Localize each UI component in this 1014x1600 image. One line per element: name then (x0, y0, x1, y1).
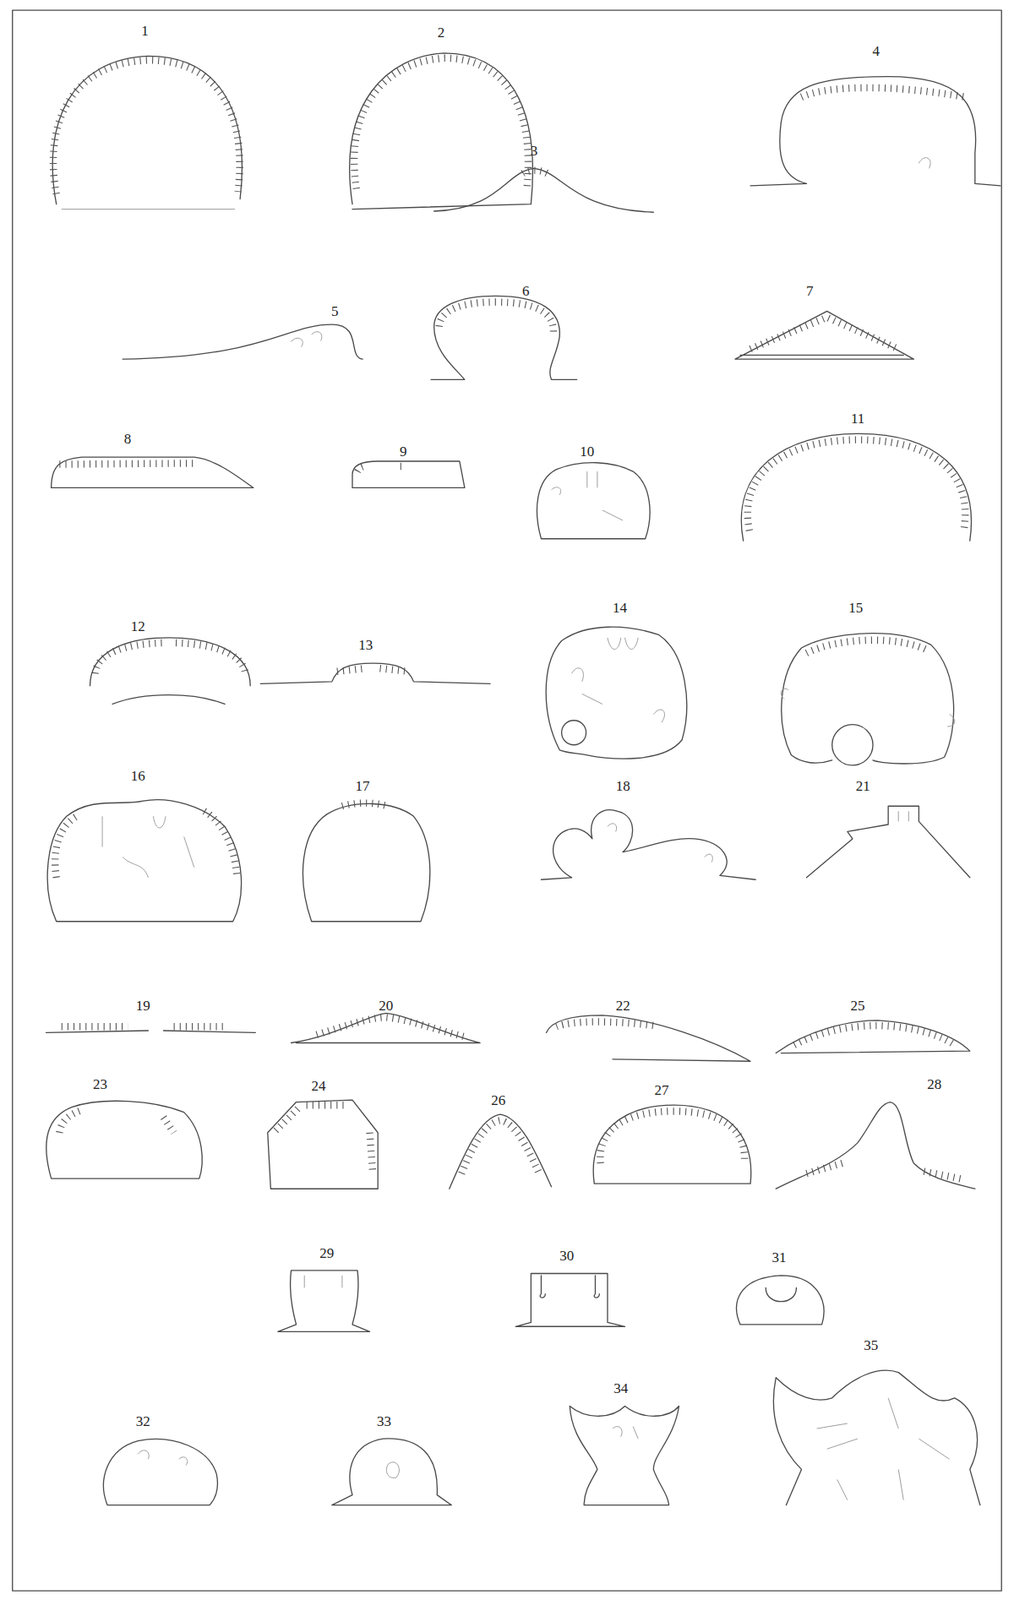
figure-number: 6 (522, 283, 530, 299)
figure-number: 31 (772, 1250, 787, 1265)
figure-number: 9 (399, 444, 408, 459)
figure-number: 32 (136, 1414, 151, 1429)
figure-number: 18 (616, 779, 631, 794)
figure-number: 12 (130, 619, 146, 634)
figure-number: 7 (806, 283, 814, 299)
figure-number: 27 (654, 1083, 670, 1098)
figure-number: 33 (376, 1414, 392, 1429)
figure-number: 17 (355, 779, 371, 794)
figure-number: 2 (437, 25, 446, 40)
figure-number: 20 (378, 998, 393, 1014)
figure-number: 16 (130, 768, 146, 784)
figure-number: 1 (141, 23, 149, 39)
figure-number: 29 (319, 1246, 334, 1261)
figure-number: 24 (311, 1079, 327, 1094)
figure-number: 22 (616, 998, 631, 1014)
figure-number: 23 (92, 1077, 108, 1092)
figure-number: 10 (579, 444, 595, 459)
figure-number: 30 (559, 1248, 574, 1264)
figure-number: 11 (850, 411, 865, 426)
figure-number: 25 (850, 998, 866, 1014)
figure-number: 28 (926, 1077, 942, 1092)
figure-number: 19 (136, 998, 151, 1014)
figure-number: 8 (124, 431, 132, 447)
figure-number: 4 (872, 43, 881, 59)
figure-number: 13 (358, 637, 373, 653)
figure-number: 26 (490, 1093, 506, 1108)
figure-number: 3 (530, 143, 539, 159)
figure-number: 5 (331, 304, 339, 319)
figure-number: 34 (613, 1381, 628, 1396)
figure-number: 21 (855, 779, 871, 794)
figure-number: 35 (863, 1338, 878, 1353)
figure-number: 14 (612, 600, 627, 616)
figure-number: 15 (848, 600, 863, 616)
